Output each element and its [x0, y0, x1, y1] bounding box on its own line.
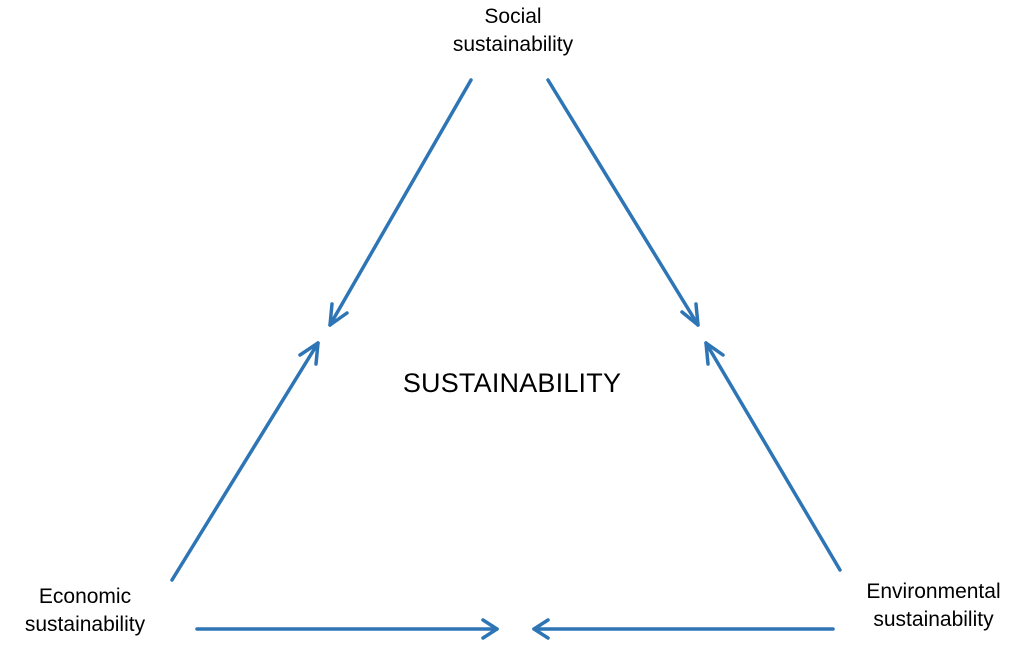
- environmental-label-line2: sustainability: [873, 608, 994, 631]
- arrow-shaft: [328, 78, 473, 327]
- arrow-head: [532, 618, 550, 640]
- social-sustainability-label: Social sustainability: [425, 3, 601, 59]
- sustainability-center-label: SUSTAINABILITY: [402, 368, 622, 398]
- arrow-shaft: [704, 341, 842, 572]
- arrow-social-right: [546, 78, 700, 327]
- arrow-head: [328, 302, 349, 327]
- arrow-shaft: [546, 78, 700, 327]
- environmental-sustainability-label: Environmental sustainability: [843, 578, 1024, 634]
- environmental-label-line1: Environmental: [866, 580, 1001, 603]
- arrow-social-left: [328, 78, 473, 327]
- social-label-line1: Social: [484, 5, 542, 28]
- arrow-environmental-up: [704, 341, 842, 572]
- social-label-line2: sustainability: [452, 33, 574, 56]
- economic-sustainability-label: Economic sustainability: [0, 583, 170, 639]
- arrow-environmental-left: [532, 618, 835, 640]
- arrow-economic-right: [195, 618, 499, 640]
- arrow-shaft: [170, 341, 320, 582]
- arrow-head: [680, 302, 700, 327]
- economic-label-line2: sustainability: [24, 613, 146, 636]
- arrow-head: [298, 341, 320, 366]
- arrow-head: [704, 341, 725, 366]
- arrow-head: [481, 618, 499, 640]
- economic-label-line1: Economic: [38, 585, 132, 608]
- arrow-economic-up: [170, 341, 320, 582]
